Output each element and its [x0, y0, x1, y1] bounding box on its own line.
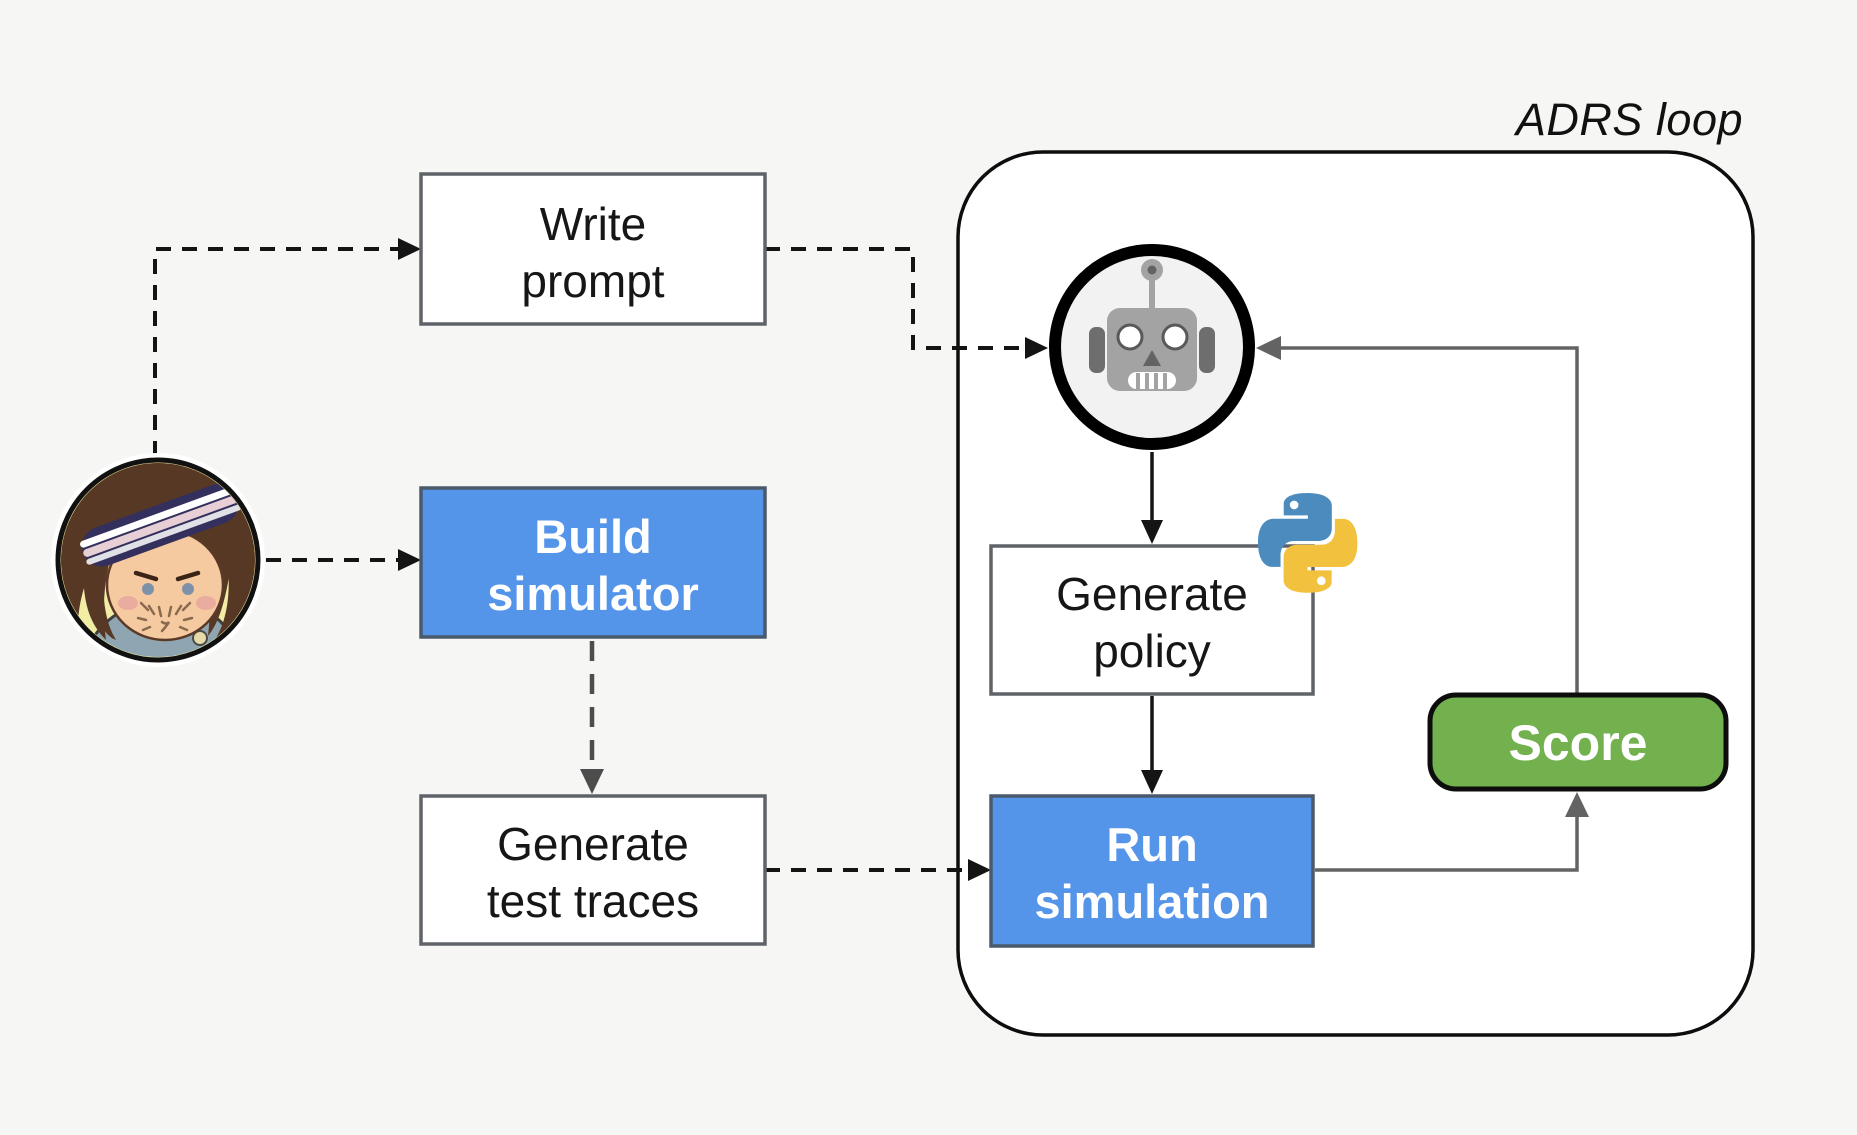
robot-ear-left	[1089, 327, 1105, 373]
score-label: Score	[1509, 715, 1648, 771]
arrow-generate-policy-to-run-simulation	[1141, 696, 1163, 794]
node-run-simulation: Run simulation	[989, 794, 1315, 948]
arrow-build-simulator-to-test-traces	[580, 641, 604, 794]
run-simulation-label-line1: Run	[1106, 818, 1197, 871]
robot-eye-right	[1161, 323, 1189, 351]
node-generate-test-traces: Generate test traces	[419, 794, 767, 946]
write-prompt-box	[419, 172, 767, 326]
generate-test-traces-label-line1: Generate	[497, 818, 689, 870]
avatar-eye-right	[182, 583, 194, 595]
arrow-write-prompt-to-robot	[765, 247, 1048, 359]
avatar-mouth-scribble	[136, 601, 194, 633]
node-generate-policy: Generate policy	[989, 544, 1315, 696]
arrow-user-to-build-simulator	[266, 549, 421, 571]
python-icon	[1258, 493, 1358, 593]
robot-mouth	[1128, 372, 1176, 389]
arrow-score-to-robot	[1256, 336, 1579, 694]
robot-eye-left	[1116, 323, 1144, 351]
generate-test-traces-box	[419, 794, 767, 946]
robot-icon	[1049, 244, 1255, 450]
avatar-eye-left	[142, 583, 154, 595]
generate-policy-label-line2: policy	[1093, 625, 1211, 677]
generate-policy-box	[989, 544, 1315, 696]
arrow-run-simulation-to-score	[1315, 792, 1589, 872]
robot-ear-right	[1199, 327, 1215, 373]
generate-policy-label-line1: Generate	[1056, 568, 1248, 620]
run-simulation-label-line2: simulation	[1034, 875, 1269, 928]
arrow-robot-to-generate-policy	[1141, 452, 1163, 544]
arrow-user-to-write-prompt	[153, 238, 421, 456]
avatar-headband	[80, 484, 241, 567]
arrow-test-traces-to-run-simulation	[765, 859, 991, 881]
write-prompt-label-line1: Write	[540, 198, 647, 250]
node-build-simulator: Build simulator	[419, 486, 767, 639]
adrs-loop-label: ADRS loop	[1513, 94, 1743, 145]
build-simulator-box	[419, 486, 767, 639]
build-simulator-label-line1: Build	[534, 510, 651, 563]
node-score: Score	[1427, 692, 1729, 792]
write-prompt-label-line2: prompt	[521, 255, 664, 307]
node-write-prompt: Write prompt	[419, 172, 767, 326]
generate-test-traces-label-line2: test traces	[487, 875, 699, 927]
run-simulation-box	[989, 794, 1315, 948]
score-box	[1427, 692, 1729, 792]
robot-nose	[1143, 350, 1161, 366]
user-avatar	[51, 453, 265, 667]
build-simulator-label-line2: simulator	[487, 567, 699, 620]
